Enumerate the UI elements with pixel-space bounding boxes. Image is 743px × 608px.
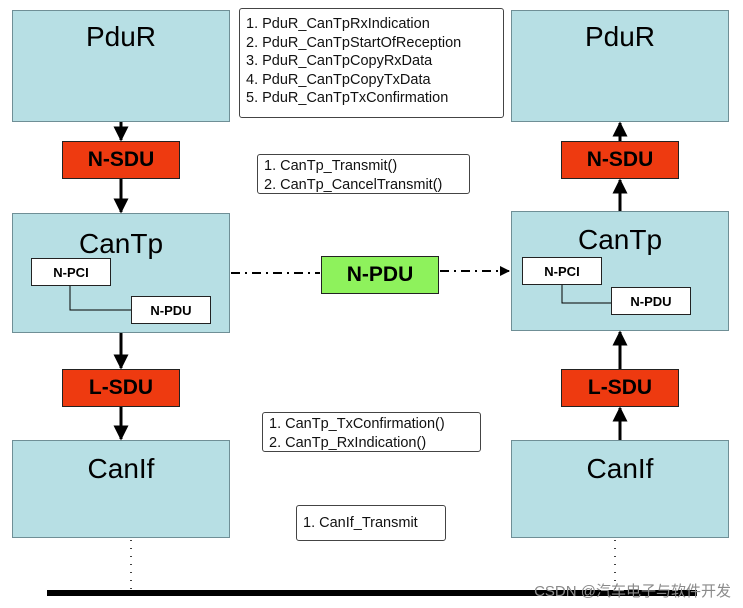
pdur-api-callout: 1. PduR_CanTpRxIndication 2. PduR_CanTpS… [239, 8, 504, 118]
right-npdu-inner-box: N-PDU [611, 287, 691, 315]
left-pdur-label: PduR [85, 21, 157, 52]
right-pdur-label: PduR [584, 21, 656, 52]
can-bus-line [47, 590, 697, 596]
callout-line: 2. CanTp_CancelTransmit() [264, 176, 443, 193]
left-canif-label: CanIf [87, 453, 155, 484]
left-cantp-label: CanTp [78, 228, 164, 259]
right-npci-box: N-PCI [522, 257, 602, 285]
center-npdu-box: N-PDU [321, 256, 439, 294]
left-canif-box: CanIf [12, 440, 230, 538]
right-lsdu-box: L-SDU [561, 369, 679, 407]
callout-line: 5. PduR_CanTpTxConfirmation [246, 90, 449, 106]
right-cantp-label: CanTp [577, 224, 663, 255]
callout-line: 1. PduR_CanTpRxIndication [246, 16, 430, 32]
canif-api-callout: 1. CanIf_Transmit [296, 505, 446, 541]
right-canif-box: CanIf [511, 440, 729, 538]
left-pdur-box: PduR [12, 10, 230, 122]
callout-line: 4. PduR_CanTpCopyTxData [246, 71, 431, 88]
callout-line: 3. PduR_CanTpCopyRxData [246, 53, 433, 69]
right-canif-label: CanIf [586, 453, 654, 484]
callout-line: 1. CanTp_TxConfirmation() [269, 416, 445, 432]
left-nsdu-box: N-SDU [62, 141, 180, 179]
cantp-callback-callout: 1. CanTp_TxConfirmation() 2. CanTp_RxInd… [262, 412, 481, 452]
left-npci-box: N-PCI [31, 258, 111, 286]
callout-line: 1. CanIf_Transmit [303, 515, 418, 531]
left-npdu-inner-box: N-PDU [131, 296, 211, 324]
watermark-text: CSDN @汽车电子与软件开发 [534, 583, 731, 600]
callout-line: 2. PduR_CanTpStartOfReception [246, 34, 462, 51]
cantp-api-callout: 1. CanTp_Transmit() 2. CanTp_CancelTrans… [257, 154, 470, 194]
left-lsdu-box: L-SDU [62, 369, 180, 407]
callout-line: 2. CanTp_RxIndication() [269, 434, 427, 451]
right-nsdu-box: N-SDU [561, 141, 679, 179]
right-npci-npdu-connector [561, 285, 611, 304]
callout-line: 1. CanTp_Transmit() [264, 158, 398, 174]
right-pdur-box: PduR [511, 10, 729, 122]
left-npci-npdu-connector [69, 286, 131, 311]
